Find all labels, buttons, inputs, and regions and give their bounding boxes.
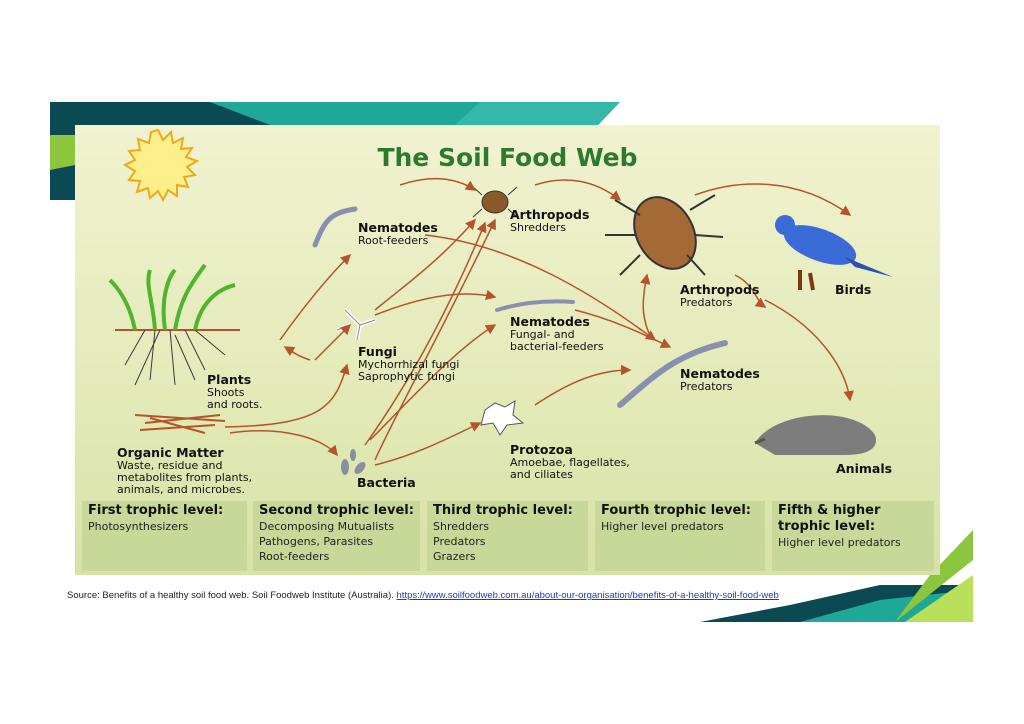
diagram-title: The Soil Food Web <box>377 143 638 172</box>
node-desc: Shoots <box>207 386 245 399</box>
node-desc: Predators <box>680 296 733 309</box>
node-desc: Saprophytic fungi <box>358 370 455 383</box>
nematode-root-icon <box>312 206 358 248</box>
trophic-level-5: Fifth & higher trophic level: Higher leve… <box>772 501 934 571</box>
node-name: Nematodes <box>358 220 438 235</box>
trophic-heading: First trophic level: <box>88 503 224 518</box>
trophic-level-4: Fourth trophic level: Higher level predat… <box>595 501 765 571</box>
organic-matter-icon <box>134 414 226 434</box>
nematode-fungal-icon <box>495 299 575 312</box>
node-desc: Fungal- and <box>510 328 575 341</box>
node-name: Nematodes <box>510 314 590 329</box>
plants-icon <box>108 263 240 386</box>
soil-food-web-diagram: The Soil Food Web <box>75 125 940 575</box>
trophic-heading: Third trophic level: <box>433 503 573 518</box>
node-desc: Waste, residue and <box>117 459 223 472</box>
node-animals: Animals <box>836 462 892 476</box>
trophic-level-2: Second trophic level: Decomposing Mutuali… <box>253 501 420 571</box>
node-name: Arthropods <box>680 282 760 297</box>
sun-icon <box>122 128 200 203</box>
node-desc: Amoebae, flagellates, <box>510 456 630 469</box>
node-desc: bacterial-feeders <box>510 340 604 353</box>
node-name: Arthropods <box>510 207 590 222</box>
bird-icon <box>775 215 893 291</box>
node-birds: Birds <box>835 283 871 297</box>
node-desc: animals, and microbes. <box>117 483 246 496</box>
node-desc: Predators <box>680 380 733 393</box>
nematode-predator-icon <box>617 340 728 408</box>
node-name: Organic Matter <box>117 445 224 460</box>
bacteria-icon <box>341 449 366 475</box>
node-desc: Shredders <box>510 221 566 234</box>
node-bacteria: Bacteria <box>357 476 416 490</box>
node-name: Protozoa <box>510 442 573 457</box>
trophic-item: Grazers <box>433 550 476 563</box>
trophic-item: Pathogens, Parasites <box>259 535 374 548</box>
source-citation: Source: Benefits of a healthy soil food … <box>67 590 779 601</box>
trophic-item: Higher level predators <box>778 536 901 549</box>
trophic-heading: Fourth trophic level: <box>601 503 751 518</box>
node-name: Plants <box>207 372 252 387</box>
trophic-heading: Second trophic level: <box>259 503 414 518</box>
diagram-art <box>108 128 893 475</box>
node-desc: Mychorrhizal fungi <box>358 358 460 371</box>
trophic-item: Predators <box>433 535 486 548</box>
node-name: Birds <box>835 282 872 297</box>
arthropod-predator-icon <box>605 194 724 276</box>
node-desc: and roots. <box>207 398 263 411</box>
source-link[interactable]: https://www.soilfoodweb.com.au/about-our… <box>396 590 779 601</box>
node-name: Animals <box>836 461 893 476</box>
arthropod-shredder-icon <box>472 186 518 218</box>
node-desc: and ciliates <box>510 468 573 481</box>
fungi-icon <box>336 308 376 341</box>
mole-icon <box>754 415 876 455</box>
arrows <box>224 177 854 466</box>
trophic-item: Photosynthesizers <box>88 520 189 533</box>
trophic-item: Higher level predators <box>601 520 724 533</box>
node-desc: Root-feeders <box>358 234 429 247</box>
trophic-level-1: First trophic level: Photosynthesizers <box>82 501 247 571</box>
trophic-heading: Fifth & higher trophic level: <box>778 503 881 534</box>
node-desc: metabolites from plants, <box>117 471 253 484</box>
trophic-item: Decomposing Mutualists <box>259 520 395 533</box>
node-name: Bacteria <box>357 475 416 490</box>
node-name: Fungi <box>358 344 397 359</box>
node-name: Nematodes <box>680 366 760 381</box>
source-text: Source: Benefits of a healthy soil food … <box>67 590 397 601</box>
trophic-item: Root-feeders <box>259 550 330 563</box>
trophic-item: Shredders <box>433 520 489 533</box>
protozoa-icon <box>480 400 525 436</box>
